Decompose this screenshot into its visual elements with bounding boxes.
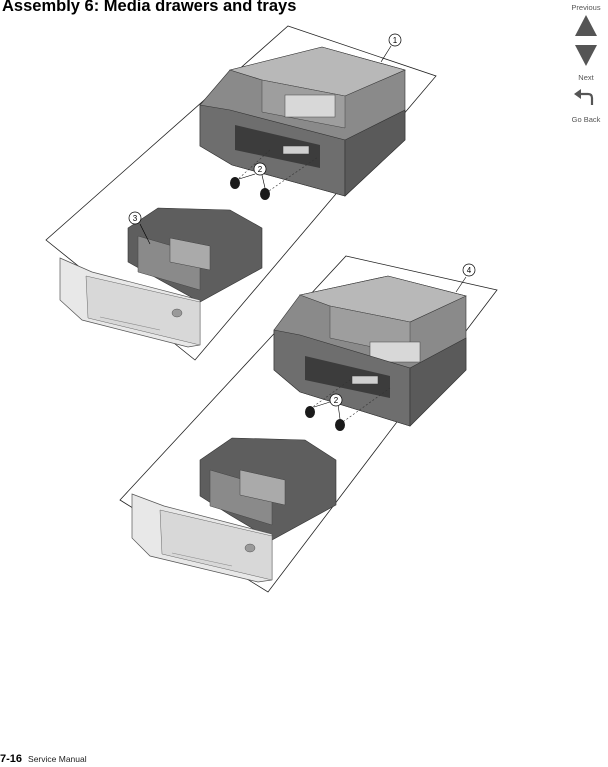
callout-1: 1	[380, 33, 402, 63]
callout-2-lower-label: 2	[334, 396, 339, 405]
callout-1-label: 1	[393, 36, 398, 45]
callout-2-upper-label: 2	[258, 165, 263, 174]
callout-2-lower: 2	[329, 393, 343, 407]
lower-group-frame	[119, 255, 498, 593]
media-drawer-4	[273, 275, 467, 427]
page-title: Assembly 6: Media drawers and trays	[2, 0, 297, 15]
media-tray-3	[59, 207, 263, 348]
next-label: Next	[578, 73, 594, 82]
next-button[interactable]: Next	[564, 44, 608, 82]
next-arrow-icon	[575, 45, 597, 66]
media-drawer-1	[199, 46, 406, 197]
pick-rollers-lower	[305, 379, 391, 431]
go-back-label: Go Back	[571, 115, 601, 124]
callout-2-upper: 2	[253, 162, 267, 176]
callout-3: 3	[128, 211, 151, 245]
footer-document-name: Service Manual	[28, 754, 87, 764]
previous-arrow-icon	[575, 15, 597, 36]
callout-3-label: 3	[133, 214, 138, 223]
go-back-button[interactable]: Go Back	[564, 88, 608, 124]
callout-4-label: 4	[467, 266, 472, 275]
upper-group-frame	[45, 25, 437, 361]
media-tray-lower	[131, 437, 337, 583]
go-back-arrow-icon	[574, 89, 594, 105]
previous-button[interactable]: Previous	[564, 3, 608, 43]
pick-rollers-upper	[230, 149, 319, 200]
footer-page-number: 7-16	[0, 753, 23, 765]
callout-4: 4	[455, 263, 476, 293]
page-footer: 7-16 Service Manual	[0, 749, 87, 767]
previous-label: Previous	[571, 3, 601, 12]
